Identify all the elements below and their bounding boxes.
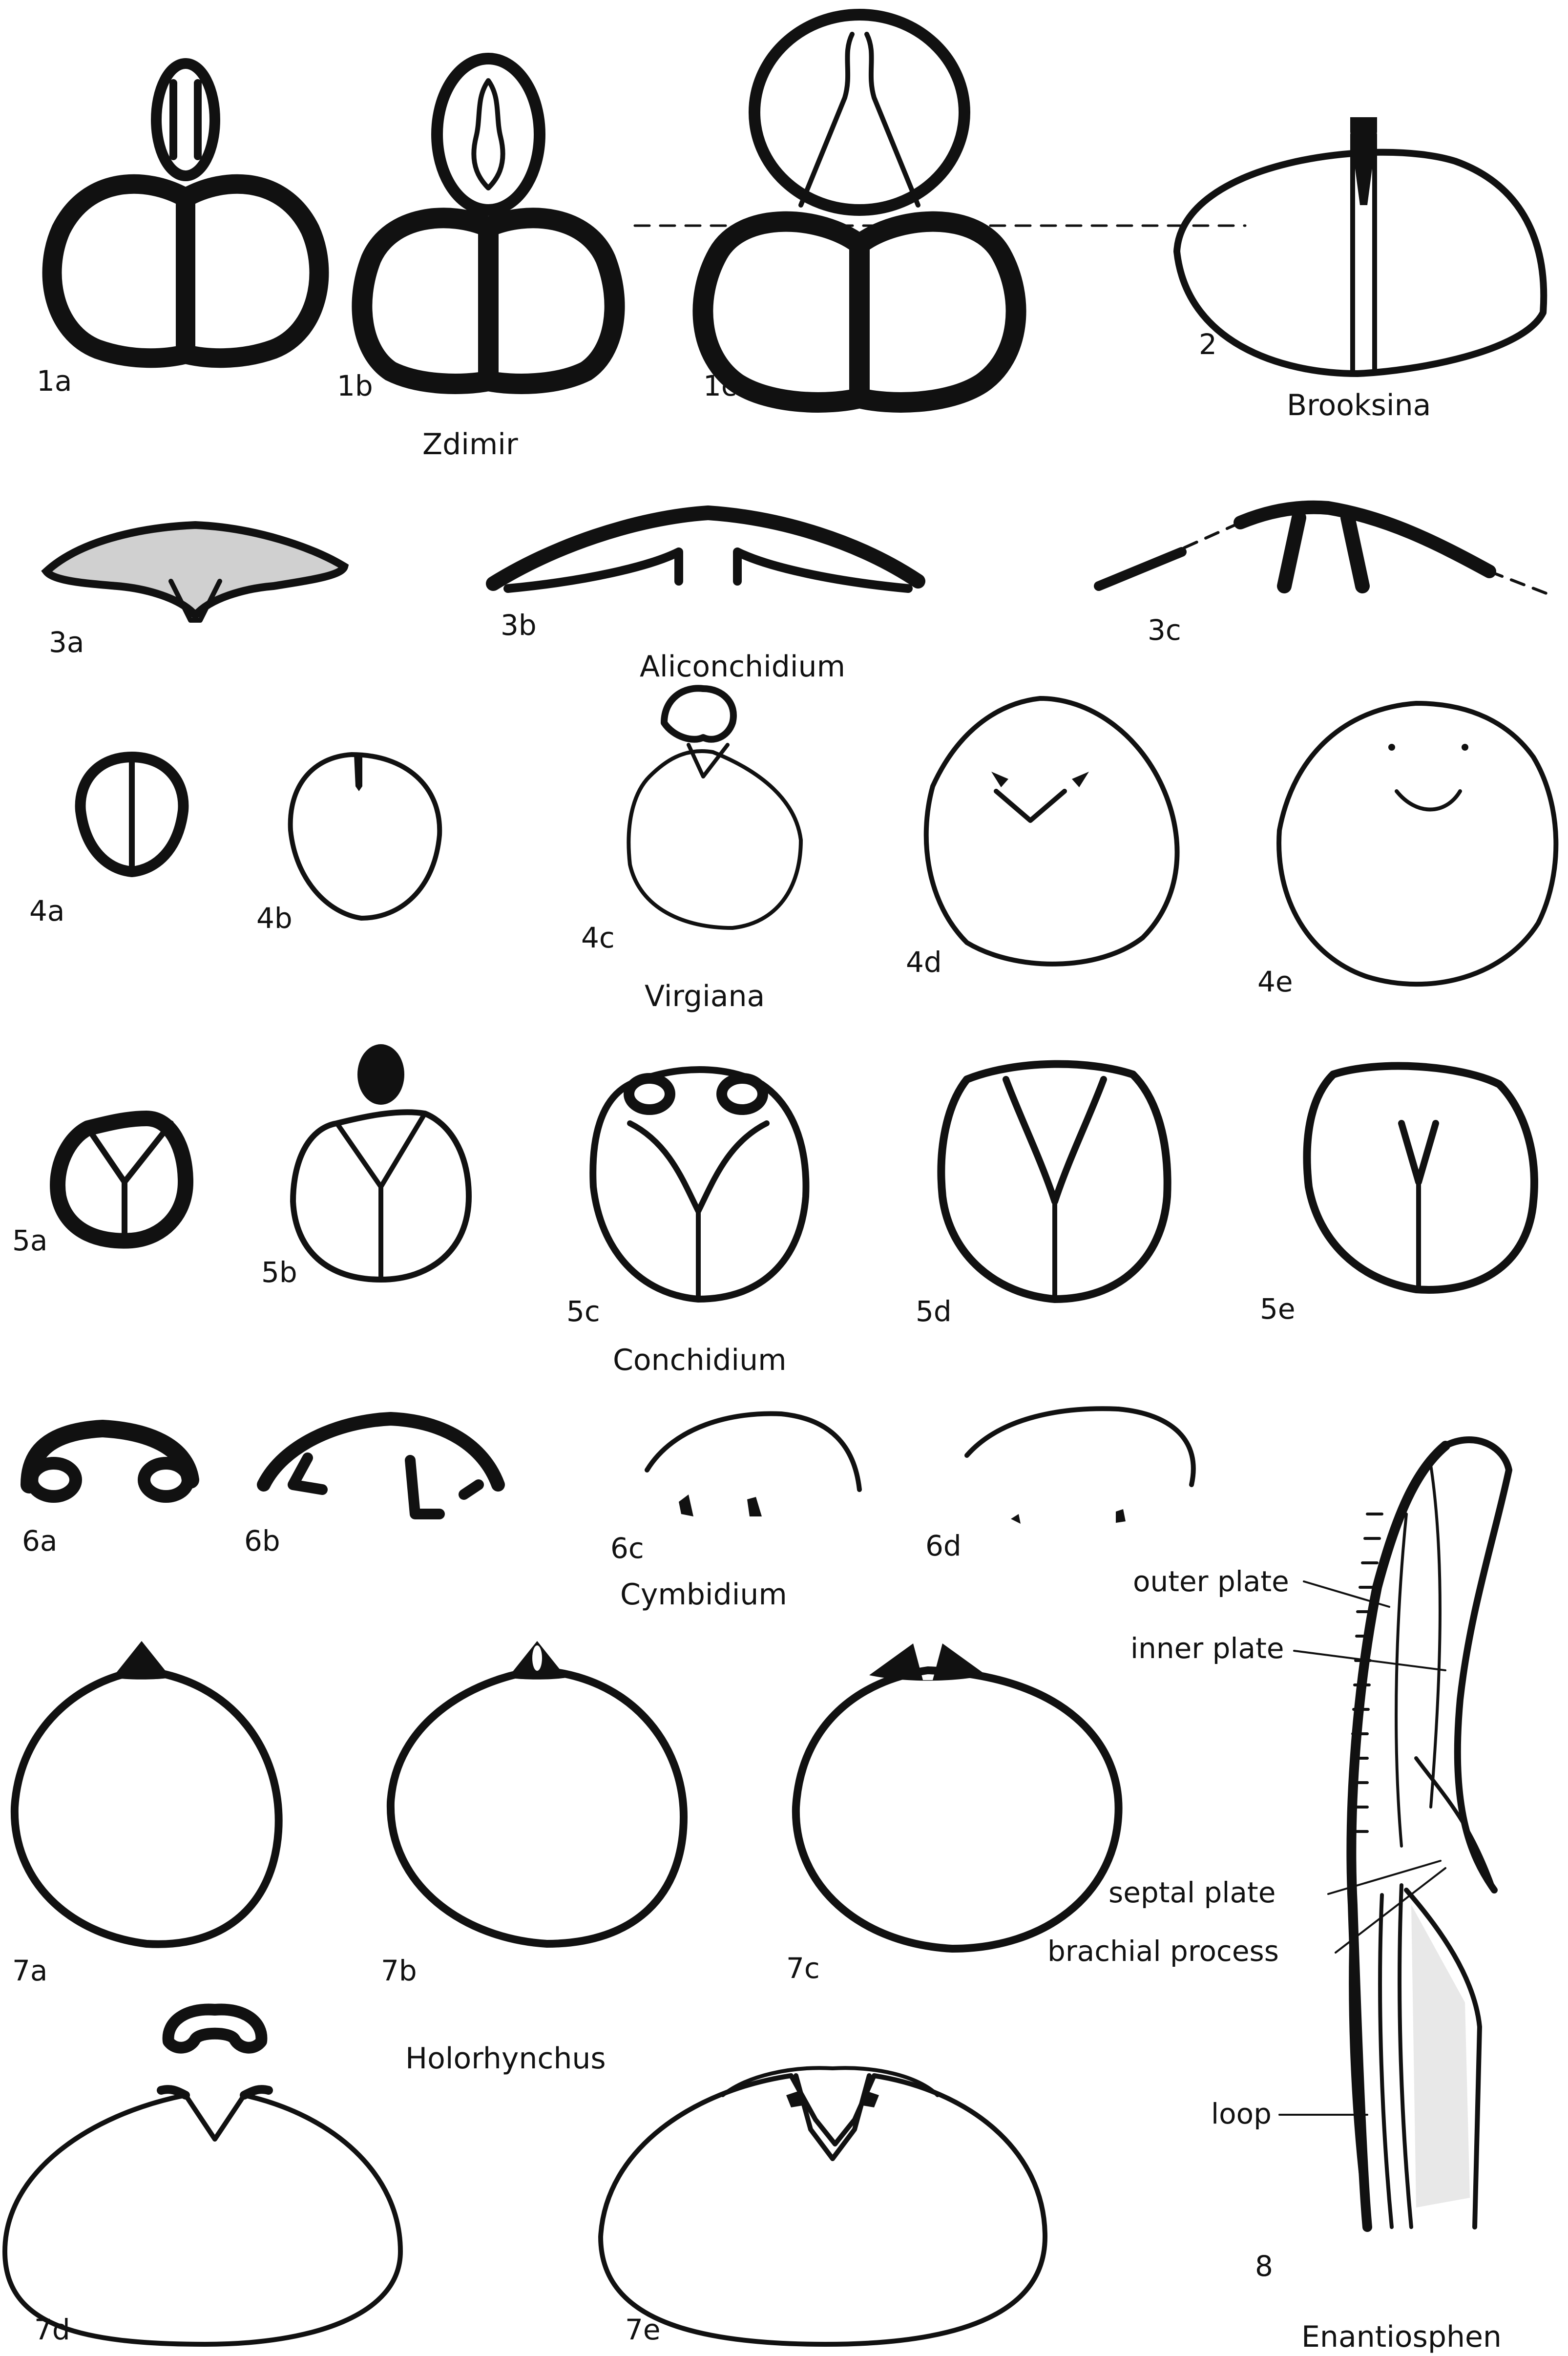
figure-label-1c: 1c xyxy=(703,369,737,402)
figure-5c-section xyxy=(593,1070,806,1299)
figure-4b-section xyxy=(291,755,440,918)
figure-5b-section xyxy=(293,1044,469,1280)
figure-7b-section xyxy=(391,1641,684,1944)
figure-7e-section xyxy=(601,2068,1045,2344)
figure-label-6d: 6d xyxy=(925,1529,962,1562)
figure-label-5d: 5d xyxy=(916,1295,952,1328)
figure-5a-section xyxy=(58,1118,186,1241)
annotation-loop: loop xyxy=(1211,2097,1272,2130)
figure-1a-sections xyxy=(52,63,319,358)
figure-4e-section xyxy=(1279,703,1556,984)
figure-7a-section xyxy=(15,1641,279,1944)
annotation-septal-plate: septal plate xyxy=(1108,1876,1275,1909)
figure-label-3a: 3a xyxy=(49,626,84,659)
figure-3a-section xyxy=(46,525,344,620)
figure-7d-section xyxy=(5,2009,400,2344)
genus-name-brooksina: Brooksina xyxy=(1287,388,1431,422)
figure-3b-section xyxy=(493,513,918,589)
figure-label-8: 8 xyxy=(1255,2250,1273,2283)
figure-label-7e: 7e xyxy=(625,2313,661,2346)
figure-6c-section xyxy=(647,1413,859,1516)
figure-label-1b: 1b xyxy=(337,369,373,402)
figure-label-4b: 4b xyxy=(256,902,293,935)
genus-name-enantiosphen: Enantiosphen xyxy=(1301,2320,1502,2354)
figure-6b-section xyxy=(264,1419,498,1514)
figure-label-4c: 4c xyxy=(581,921,615,954)
annotation-inner-plate: inner plate xyxy=(1130,1632,1284,1665)
figure-4d-section xyxy=(926,698,1177,964)
figure-label-4a: 4a xyxy=(29,894,64,927)
figure-label-3c: 3c xyxy=(1148,613,1181,647)
annotation-brachial-process: brachial process xyxy=(1047,1935,1279,1968)
figure-label-1a: 1a xyxy=(37,364,72,398)
figure-label-6a: 6a xyxy=(22,1524,57,1557)
figure-label-7a: 7a xyxy=(12,1954,47,1987)
figure-1c-sections xyxy=(703,15,1016,402)
genus-name-virgiana: Virgiana xyxy=(645,979,765,1013)
figure-label-4d: 4d xyxy=(906,946,942,979)
figure-4a-section xyxy=(81,757,184,872)
genus-name-holorhynchus: Holorhynchus xyxy=(405,2041,606,2076)
figure-label-7b: 7b xyxy=(381,1954,417,1987)
figure-label-7c: 7c xyxy=(786,1952,820,1985)
figure-label-5b: 5b xyxy=(261,1256,297,1289)
figure-7c-section xyxy=(796,1643,1119,1949)
figure-1b-sections xyxy=(362,59,614,384)
figure-label-2: 2 xyxy=(1199,328,1217,361)
figure-label-5c: 5c xyxy=(566,1295,600,1328)
figure-label-6c: 6c xyxy=(610,1532,644,1565)
figure-6a-section xyxy=(29,1429,190,1496)
annotation-outer-plate: outer plate xyxy=(1133,1565,1289,1598)
genus-name-conchidium: Conchidium xyxy=(613,1343,787,1377)
figure-2-section xyxy=(1177,117,1544,374)
figure-8-oblique-view xyxy=(1351,1440,1509,2227)
figure-label-6b: 6b xyxy=(244,1524,280,1557)
figure-4c-section xyxy=(628,688,801,928)
genus-name-cymbidium: Cymbidium xyxy=(620,1578,787,1612)
figure-label-4e: 4e xyxy=(1257,965,1293,998)
figure-5e-section xyxy=(1307,1066,1534,1290)
figure-5d-section xyxy=(941,1064,1167,1299)
genus-name-aliconchidium: Aliconchidium xyxy=(640,650,845,684)
genus-name-zdimir: Zdimir xyxy=(422,427,518,462)
figure-label-7d: 7d xyxy=(34,2313,70,2346)
figure-label-5a: 5a xyxy=(12,1224,47,1257)
figure-3c-section xyxy=(1099,507,1553,596)
figure-label-3b: 3b xyxy=(501,609,537,642)
figure-label-5e: 5e xyxy=(1260,1292,1296,1325)
figure-6d-section xyxy=(967,1409,1193,1524)
leader-septal-plate xyxy=(1328,1861,1441,1894)
